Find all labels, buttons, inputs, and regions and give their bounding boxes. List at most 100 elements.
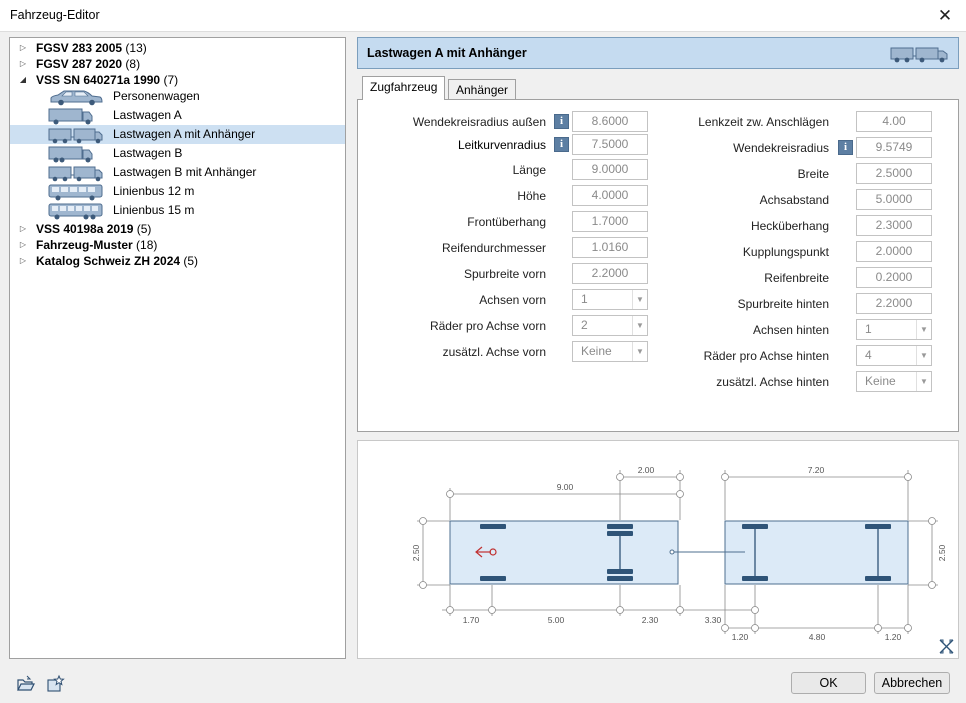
label-zus-achse-hinten: zusätzl. Achse hinten xyxy=(716,375,829,389)
bus-icon xyxy=(48,203,103,220)
tree-item-lastwagen-b-anhaenger[interactable]: Lastwagen B mit Anhänger xyxy=(10,163,345,182)
dim-width-left: 2.50 xyxy=(411,544,421,561)
field-hoehe[interactable]: 4.0000 xyxy=(572,185,648,206)
label-lenkzeit: Lenkzeit zw. Anschlägen xyxy=(698,115,829,129)
cancel-button[interactable]: Abbrechen xyxy=(874,672,950,694)
expand-arrow-icon[interactable]: ▷ xyxy=(19,256,27,265)
tree-item-linienbus-15[interactable]: Linienbus 15 m xyxy=(10,201,345,220)
field-laenge[interactable]: 9.0000 xyxy=(572,159,648,180)
dim-trailer-front: 1.20 xyxy=(732,632,749,642)
field-reifenbreite[interactable]: 0.2000 xyxy=(856,267,932,288)
label-achsabstand: Achsabstand xyxy=(759,193,829,207)
info-icon[interactable]: i xyxy=(554,114,569,129)
truck-icon xyxy=(48,108,93,125)
vehicle-preview: 9.00 2.00 7.20 2.50 2.50 1.70 5.00 2.30 … xyxy=(357,440,959,659)
shrink-icon xyxy=(939,639,954,654)
expand-arrow-icon[interactable]: ▷ xyxy=(19,59,27,68)
footer-bar: OK Abbrechen xyxy=(0,664,966,703)
chevron-down-icon[interactable]: ▼ xyxy=(632,290,647,309)
label-leitkurvenradius: Leitkurvenradius xyxy=(457,138,546,152)
truck-trailer-icon xyxy=(890,47,948,63)
chevron-down-icon[interactable]: ▼ xyxy=(916,320,931,339)
tree-item-lastwagen-a[interactable]: Lastwagen A xyxy=(10,106,345,125)
field-lenkzeit[interactable]: 4.00 xyxy=(856,111,932,132)
label-frontueberhang: Frontüberhang xyxy=(467,215,546,229)
title-bar: Fahrzeug-Editor ✕ xyxy=(0,0,966,32)
dim-wheelbase: 5.00 xyxy=(548,615,565,625)
label-heckueberhang: Hecküberhang xyxy=(750,219,829,233)
dim-length: 9.00 xyxy=(557,482,574,492)
select-achsen-vorn[interactable]: 1▼ xyxy=(572,289,648,310)
label-raeder-vorn: Räder pro Achse vorn xyxy=(429,319,546,333)
field-wendekreisradius-aussen[interactable]: 8.6000 xyxy=(572,111,648,132)
tab-zugfahrzeug[interactable]: Zugfahrzeug xyxy=(362,76,446,100)
ok-button[interactable]: OK xyxy=(791,672,866,694)
label-laenge: Länge xyxy=(512,163,546,177)
close-icon[interactable]: ✕ xyxy=(937,6,953,25)
dim-gap: 3.30 xyxy=(705,615,722,625)
label-kupplungspunkt: Kupplungspunkt xyxy=(742,245,829,259)
tree-item-personenwagen[interactable]: Personenwagen xyxy=(10,87,345,106)
chevron-down-icon[interactable]: ▼ xyxy=(916,372,931,391)
label-breite: Breite xyxy=(797,167,829,181)
label-reifenbreite: Reifenbreite xyxy=(764,271,829,285)
expand-arrow-icon[interactable]: ▷ xyxy=(19,240,27,249)
vehicle-tree[interactable]: ▷ FGSV 283 2005 (13) ▷ FGSV 287 2020 (8)… xyxy=(9,37,346,659)
label-achsen-vorn: Achsen vorn xyxy=(479,293,546,307)
field-heckueberhang[interactable]: 2.3000 xyxy=(856,215,932,236)
dim-trailer-length: 7.20 xyxy=(808,465,825,475)
chevron-down-icon[interactable]: ▼ xyxy=(632,342,647,361)
label-spurbreite-vorn: Spurbreite vorn xyxy=(463,267,546,281)
chevron-down-icon[interactable]: ▼ xyxy=(632,316,647,335)
field-achsabstand[interactable]: 5.0000 xyxy=(856,189,932,210)
collapse-arrow-icon[interactable]: ◢ xyxy=(19,75,27,84)
tab-anhaenger[interactable]: Anhänger xyxy=(448,79,517,100)
field-spurbreite-vorn[interactable]: 2.2000 xyxy=(572,263,648,284)
window-title: Fahrzeug-Editor xyxy=(10,8,100,22)
vehicle-header: Lastwagen A mit Anhänger xyxy=(357,37,959,69)
truck-trailer-icon xyxy=(48,128,103,144)
select-raeder-hinten[interactable]: 4▼ xyxy=(856,345,932,366)
label-hoehe: Höhe xyxy=(517,189,546,203)
open-folder-icon[interactable] xyxy=(16,674,36,694)
vehicle-title: Lastwagen A mit Anhänger xyxy=(367,46,527,60)
car-icon xyxy=(50,90,103,106)
expand-arrow-icon[interactable]: ▷ xyxy=(19,43,27,52)
expand-arrow-icon[interactable]: ▷ xyxy=(19,224,27,233)
tree-item-lastwagen-a-anhaenger[interactable]: Lastwagen A mit Anhänger xyxy=(10,125,345,144)
dim-coupling: 2.00 xyxy=(638,465,655,475)
select-raeder-vorn[interactable]: 2▼ xyxy=(572,315,648,336)
field-kupplungspunkt[interactable]: 2.0000 xyxy=(856,241,932,262)
field-spurbreite-hinten[interactable]: 2.2000 xyxy=(856,293,932,314)
label-zus-achse-vorn: zusätzl. Achse vorn xyxy=(442,345,546,359)
info-icon[interactable]: i xyxy=(838,140,853,155)
truck-icon xyxy=(48,146,93,163)
dim-rear-overhang: 2.30 xyxy=(642,615,659,625)
info-icon[interactable]: i xyxy=(554,137,569,152)
field-frontueberhang[interactable]: 1.7000 xyxy=(572,211,648,232)
select-achsen-hinten[interactable]: 1▼ xyxy=(856,319,932,340)
dim-width-right: 2.50 xyxy=(937,544,947,561)
field-leitkurvenradius[interactable]: 7.5000 xyxy=(572,134,648,155)
label-achsen-hinten: Achsen hinten xyxy=(752,323,829,337)
field-wendekreisradius[interactable]: 9.5749 xyxy=(856,137,932,158)
chevron-down-icon[interactable]: ▼ xyxy=(916,346,931,365)
bus-icon xyxy=(48,184,103,201)
field-breite[interactable]: 2.5000 xyxy=(856,163,932,184)
label-wendekreisradius: Wendekreisradius xyxy=(733,141,829,155)
tree-item-lastwagen-b[interactable]: Lastwagen B xyxy=(10,144,345,163)
label-raeder-hinten: Räder pro Achse hinten xyxy=(703,349,829,363)
label-spurbreite-hinten: Spurbreite hinten xyxy=(737,297,829,311)
select-zus-achse-vorn[interactable]: Keine▼ xyxy=(572,341,648,362)
dim-trailer-wheelbase: 4.80 xyxy=(809,632,826,642)
direction-arrow-icon xyxy=(475,546,497,558)
field-reifendurchmesser[interactable]: 1.0160 xyxy=(572,237,648,258)
label-wendekreisradius-aussen: Wendekreisradius außen xyxy=(412,115,546,129)
select-zus-achse-hinten[interactable]: Keine▼ xyxy=(856,371,932,392)
dim-front-overhang: 1.70 xyxy=(463,615,480,625)
truck-trailer-icon xyxy=(48,166,103,182)
dim-trailer-rear: 1.20 xyxy=(885,632,902,642)
favorite-icon[interactable] xyxy=(46,674,66,694)
label-reifendurchmesser: Reifendurchmesser xyxy=(441,241,546,255)
tree-item-linienbus-12[interactable]: Linienbus 12 m xyxy=(10,182,345,201)
